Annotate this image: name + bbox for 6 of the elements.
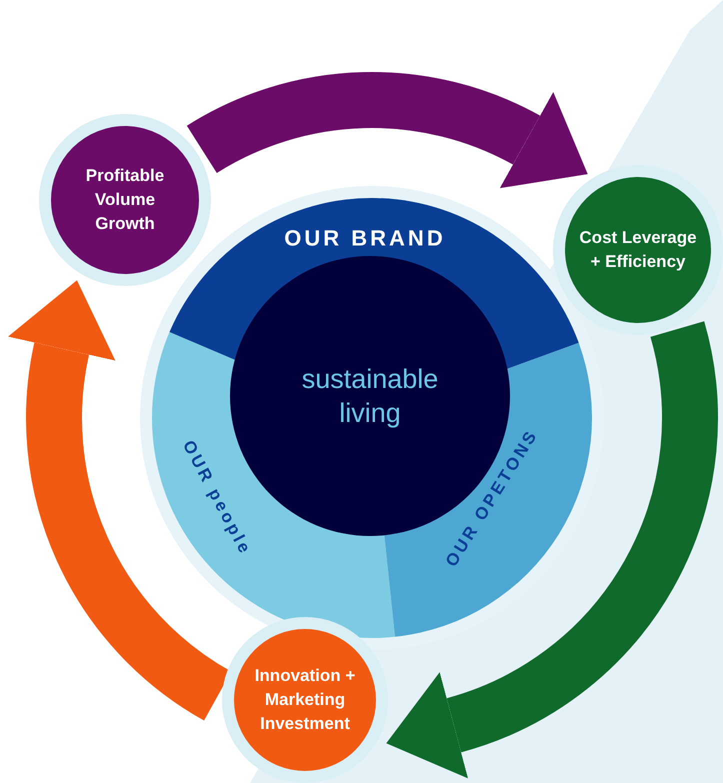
curved-arrow: [387, 322, 718, 778]
stage-label: Profitable Volume Growth: [84, 165, 166, 235]
stage-label: Innovation + Marketing Investment: [254, 665, 356, 735]
stage-label: Cost Leverage + Efficiency: [579, 227, 697, 273]
segment-label: OUR BRAND: [284, 224, 446, 252]
center-label: sustainable living: [300, 363, 440, 430]
